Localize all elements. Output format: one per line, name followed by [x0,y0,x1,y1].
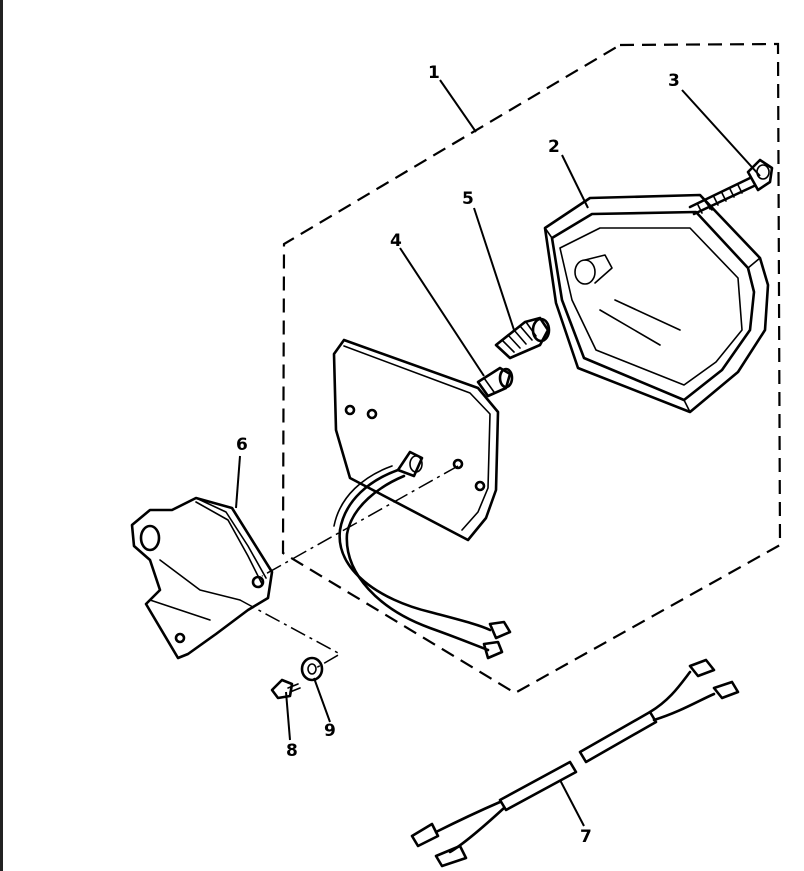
callout-9: 9 [324,721,336,741]
leader-1 [439,79,477,133]
callout-1: 1 [428,63,440,83]
leader-2 [561,154,589,209]
callout-7: 7 [580,827,592,847]
leader-9 [313,677,331,723]
assembly-boundary [281,42,782,695]
callout-6: 6 [236,435,248,455]
callout-2: 2 [548,137,560,157]
callout-5: 5 [462,189,474,209]
leader-7 [559,779,585,827]
leader-8 [285,691,291,741]
scan-left-edge [0,0,3,871]
callout-3: 3 [668,71,680,91]
leader-4 [399,247,485,377]
part-2-lens-housing [543,193,770,414]
leader-5 [473,207,515,331]
callout-8: 8 [286,741,298,761]
wire-leads [333,465,512,660]
leader-6 [235,455,241,509]
callout-4: 4 [390,231,402,251]
part-7-wire-harness [410,658,740,868]
centerline-plate [261,465,459,577]
part-3-screw [688,158,774,216]
part-4-small-bulb [476,366,514,398]
leader-3 [681,89,761,177]
part-6-bracket [130,496,274,660]
base-plate [332,338,500,542]
part-9-washer [300,656,324,682]
part-8-screw [270,678,301,700]
part-5-bulb [494,316,551,360]
centerline-fastener [239,599,342,669]
